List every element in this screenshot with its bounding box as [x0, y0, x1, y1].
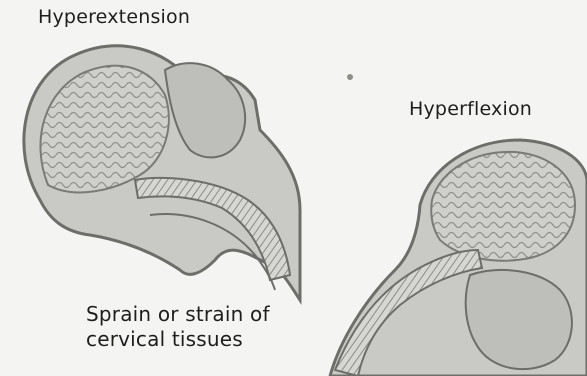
speck	[347, 74, 353, 80]
hyperflexion-head	[330, 140, 587, 376]
hyperextension-head	[24, 46, 300, 300]
